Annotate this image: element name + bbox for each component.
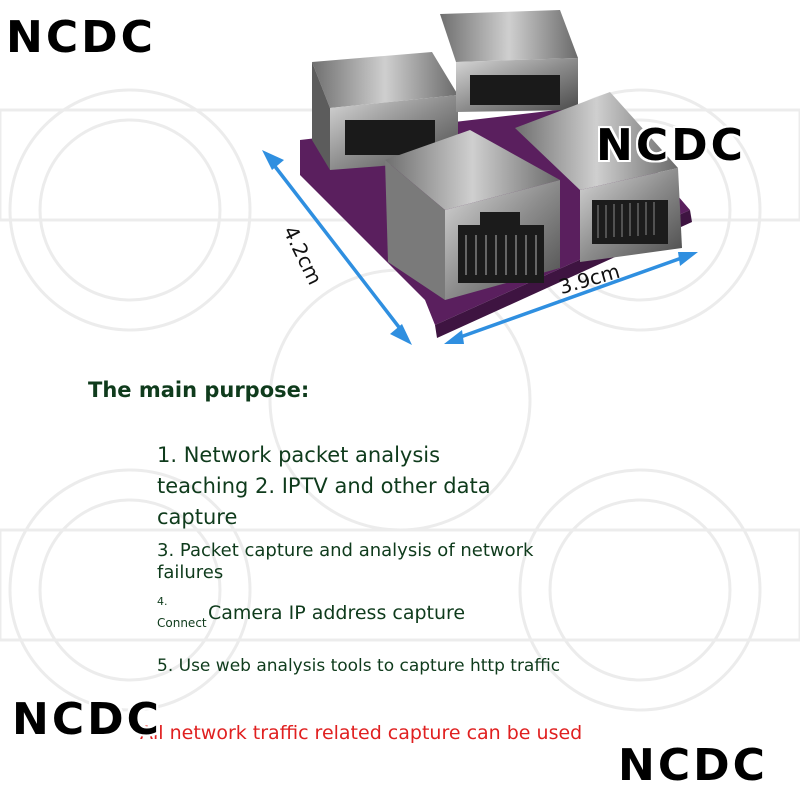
watermark-middle-right: NCDC: [596, 120, 746, 171]
purpose-item-1: 1. Network packet analysis teaching 2. I…: [157, 443, 491, 529]
watermark-top-left: NCDC: [6, 12, 156, 63]
rj45-adapter-image: [262, 10, 698, 345]
purpose-item-4-text: Camera IP address capture: [208, 602, 466, 624]
purpose-item-4-number: 4.: [157, 595, 168, 608]
watermark-bottom-right: NCDC: [618, 740, 768, 791]
footer-note: All network traffic related capture can …: [140, 722, 583, 744]
purpose-item-3: 3. Packet capture and analysis of networ…: [157, 540, 534, 583]
dimension-arrows: [262, 150, 698, 345]
jack-back-right: [440, 10, 578, 112]
main-purpose-heading: The main purpose:: [88, 378, 310, 402]
purpose-item-5: 5. Use web analysis tools to capture htt…: [157, 656, 561, 676]
purpose-item-4-connect: Connect: [157, 616, 207, 630]
jack-right: [515, 92, 682, 262]
jack-front: [385, 130, 560, 300]
watermark-bottom-left: NCDC: [12, 694, 162, 745]
